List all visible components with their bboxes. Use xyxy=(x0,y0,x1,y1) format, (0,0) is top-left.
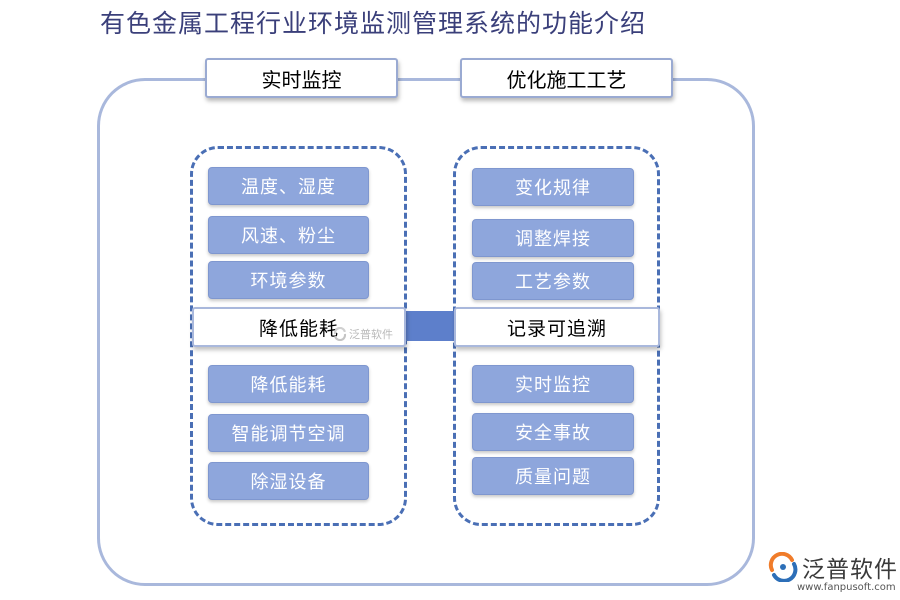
left-item: 智能调节空调 xyxy=(208,414,369,452)
right-item: 变化规律 xyxy=(472,168,634,206)
left-header: 实时监控 xyxy=(205,58,398,98)
left-middle-label: 降低能耗 xyxy=(192,307,406,347)
right-middle-label: 记录可追溯 xyxy=(454,307,660,347)
watermark: 泛普软件 xyxy=(333,326,393,342)
left-item: 温度、湿度 xyxy=(208,167,369,205)
right-item: 质量问题 xyxy=(472,457,634,495)
connector-bar xyxy=(406,311,454,341)
page-title: 有色金属工程行业环境监测管理系统的功能介绍 xyxy=(100,9,647,38)
brand-url: www.fanpusoft.com xyxy=(797,582,896,593)
fanpu-logo-icon xyxy=(768,552,798,582)
left-item: 风速、粉尘 xyxy=(208,216,369,254)
left-item: 除湿设备 xyxy=(208,462,369,500)
brand-logo: 泛普软件 xyxy=(768,550,898,584)
watermark-logo-icon xyxy=(333,327,347,341)
right-item: 工艺参数 xyxy=(472,262,634,300)
right-item: 安全事故 xyxy=(472,413,634,451)
left-item: 环境参数 xyxy=(208,261,369,299)
right-item: 实时监控 xyxy=(472,365,634,403)
right-header: 优化施工工艺 xyxy=(460,58,673,98)
outer-frame xyxy=(97,78,755,586)
brand-name: 泛普软件 xyxy=(802,557,898,583)
left-item: 降低能耗 xyxy=(208,365,369,403)
watermark-text: 泛普软件 xyxy=(349,328,393,341)
right-item: 调整焊接 xyxy=(472,219,634,257)
